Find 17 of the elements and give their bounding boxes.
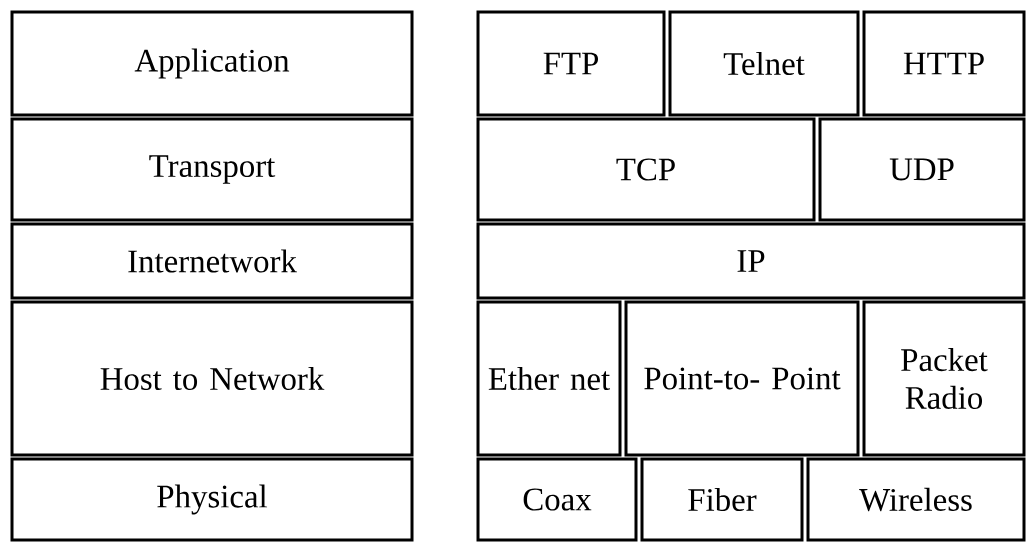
layer-box: FTP — [476, 10, 666, 117]
layer-box: TCP — [476, 117, 816, 222]
layer-box: Host to Network — [10, 300, 414, 457]
layer-box: Application — [10, 10, 414, 117]
layer-box: Wireless — [806, 457, 1026, 542]
layer-box: Physical — [10, 457, 414, 542]
layer-box: Coax — [476, 457, 638, 542]
layer-box: Telnet — [668, 10, 860, 117]
layer-box: Fiber — [640, 457, 804, 542]
layer-box: Point-to- Point — [624, 300, 860, 457]
layer-box: IP — [476, 222, 1026, 300]
layer-box: Internetwork — [10, 222, 414, 300]
layer-box: UDP — [818, 117, 1026, 222]
layer-box: Transport — [10, 117, 414, 222]
layer-box: Ether net — [476, 300, 622, 457]
layer-box: Packet Radio — [862, 300, 1026, 457]
layer-box: HTTP — [862, 10, 1026, 117]
